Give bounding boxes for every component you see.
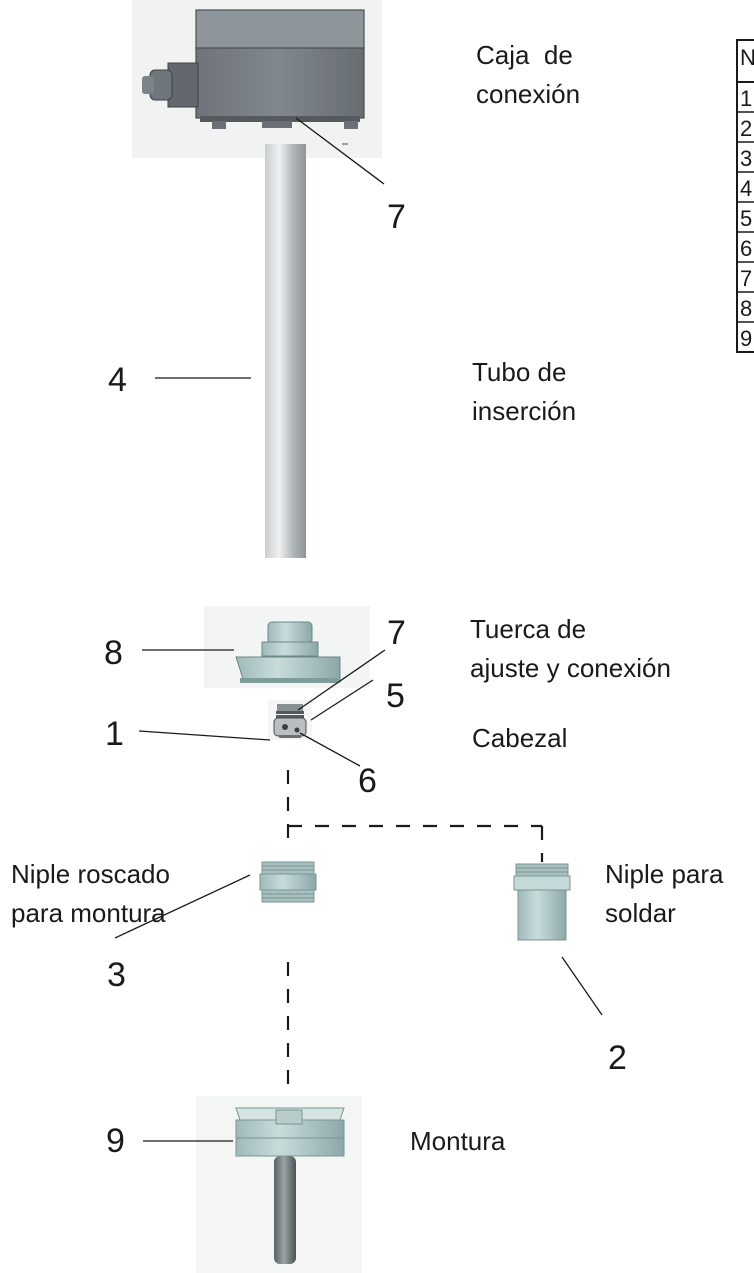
label-adjust-nut-1: Tuerca de: [470, 614, 586, 644]
part-labels: Caja de conexión Tubo de inserción Tuerc…: [11, 40, 724, 1156]
table-row-number: 9: [740, 326, 752, 351]
insertion-tube: [265, 143, 348, 558]
parts-table-partial: N 1 2 3 4 5 6 7 8 9: [736, 39, 754, 353]
callout-7-head: 7: [387, 614, 406, 652]
table-row-number: 1: [740, 86, 752, 111]
label-head: Cabezal: [472, 723, 567, 753]
callout-6-head: 6: [358, 762, 377, 800]
table-row-number: 5: [740, 206, 752, 231]
label-connection-box-1: Caja de: [476, 40, 573, 70]
callout-1-head: 1: [105, 715, 124, 753]
label-insertion-tube-2: inserción: [472, 396, 576, 426]
head-part: [268, 700, 312, 740]
label-weld-nipple-1: Niple para: [605, 859, 724, 889]
callout-8-nut: 8: [104, 634, 123, 672]
connection-box: [132, 0, 382, 158]
callout-numbers: 7 4 8 7 5 1 6 3 2 9: [104, 198, 627, 1160]
callout-4-tube: 4: [108, 361, 127, 399]
table-row-number: 2: [740, 116, 752, 141]
table-row-number: 6: [740, 236, 752, 261]
label-threaded-nipple-2: para montura: [11, 898, 166, 928]
label-connection-box-2: conexión: [476, 79, 580, 109]
threaded-nipple: [259, 861, 317, 903]
table-row-number: 3: [740, 146, 752, 171]
callout-5-head: 5: [386, 677, 405, 715]
callout-2-nipple: 2: [608, 1039, 627, 1077]
callout-7-box: 7: [387, 198, 406, 236]
table-row-number: 8: [740, 296, 752, 321]
label-mount: Montura: [410, 1126, 506, 1156]
callout-9-mount: 9: [106, 1122, 125, 1160]
label-weld-nipple-2: soldar: [605, 898, 676, 928]
label-insertion-tube-1: Tubo de: [472, 357, 566, 387]
label-threaded-nipple-1: Niple roscado: [11, 859, 170, 889]
callout-3-nipple: 3: [107, 956, 126, 994]
label-adjust-nut-2: ajuste y conexión: [470, 653, 671, 683]
table-row-number: 4: [740, 176, 752, 201]
mount-part: [196, 1096, 362, 1273]
adjust-nut: [204, 606, 370, 688]
table-row-number: 7: [740, 266, 752, 291]
leader-lines: [114, 117, 603, 1142]
table-header-glyph: N: [740, 45, 754, 70]
assembly-path-lines: [286, 770, 544, 1096]
weld-nipple: [513, 863, 571, 941]
